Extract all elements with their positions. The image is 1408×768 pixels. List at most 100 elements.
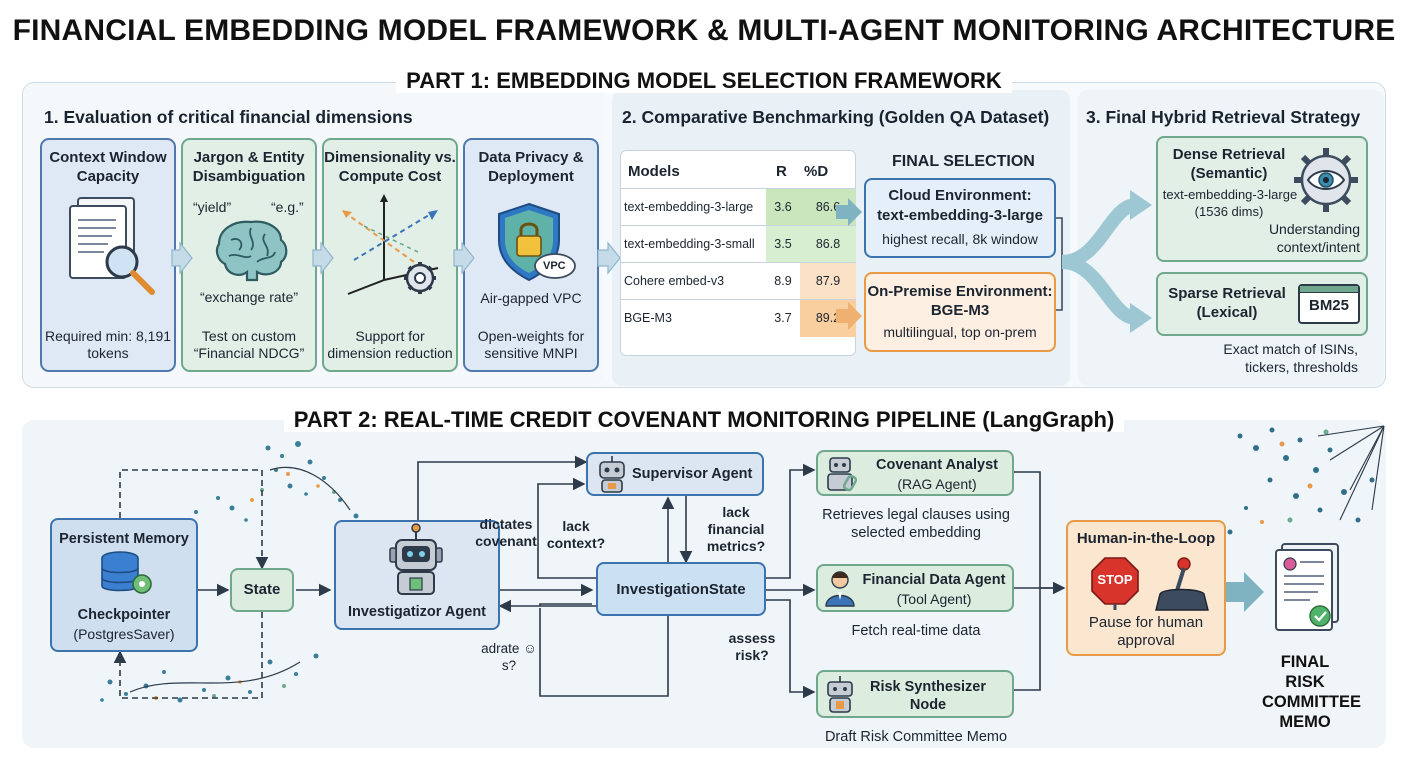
pd-cell: 86.6 bbox=[800, 188, 856, 226]
dense-dims: (1536 dims) bbox=[1194, 204, 1264, 219]
pd-cell: 86.8 bbox=[800, 225, 856, 263]
table-header-r: R bbox=[776, 163, 787, 180]
final-selection-label: FINAL SELECTION bbox=[892, 153, 1035, 170]
supervisor-label: Supervisor Agent bbox=[632, 466, 753, 482]
hitl-desc: Pause for human approval bbox=[1088, 614, 1204, 649]
brain-icon bbox=[215, 220, 288, 282]
card-dimensionality: Dimensionality vs. Compute Cost Support … bbox=[322, 138, 458, 372]
financial-sub: (Tool Agent) bbox=[896, 591, 972, 607]
risk-desc: Draft Risk Committee Memo bbox=[824, 729, 1008, 745]
onprem-desc: multilingual, top on-prem bbox=[883, 324, 1037, 340]
sparse-sub: (Lexical) bbox=[1196, 304, 1258, 321]
card-context-window-footer: Required min: 8,191 tokens bbox=[44, 328, 172, 361]
model-cell: BGE-M3 bbox=[620, 299, 766, 337]
investigation-state-label: InvestigationState bbox=[616, 581, 746, 598]
memo-document-icon bbox=[1275, 543, 1339, 631]
covenant-desc: Retrieves legal clauses using selected e… bbox=[822, 507, 1010, 541]
r-cell: 8.9 bbox=[766, 262, 800, 300]
card-context-window-title: Context Window Capacity bbox=[49, 149, 167, 185]
memory-title: Persistent Memory bbox=[59, 531, 189, 547]
card-jargon-title: Jargon & Entity Disambiguation bbox=[192, 149, 306, 185]
memory-line2: (PostgresSaver) bbox=[73, 626, 175, 642]
model-cell: Cohere embed-v3 bbox=[620, 262, 766, 300]
dense-model: text-embedding-3-large bbox=[1162, 187, 1298, 202]
onprem-model: BGE-M3 bbox=[930, 302, 990, 319]
arrow-to-sparse bbox=[1061, 255, 1138, 325]
decorative-dots bbox=[100, 425, 1385, 703]
cloud-environment-box bbox=[864, 178, 1056, 258]
memory-line1: Checkpointer bbox=[77, 607, 171, 623]
arrow-4-5 bbox=[597, 241, 621, 275]
label-lack-context: lack context? bbox=[546, 518, 606, 551]
section2-3-arrows bbox=[836, 190, 1152, 333]
card-jargon-footer: Test on custom “Financial NDCG” bbox=[193, 328, 305, 361]
label-adrate: adrate ☺s? bbox=[481, 641, 537, 673]
part2-title-text: PART 2: REAL-TIME CREDIT COVENANT MONITO… bbox=[283, 407, 1125, 432]
card-data-privacy-footer: Open-weights for sensitive MNPI bbox=[477, 328, 585, 361]
part1-title: PART 1: EMBEDDING MODEL SELECTION FRAMEW… bbox=[0, 68, 1408, 94]
pd-cell: 87.9 bbox=[800, 262, 856, 300]
person-icon bbox=[825, 571, 855, 607]
financial-title: Financial Data Agent bbox=[862, 572, 1006, 588]
section3-heading: 3. Final Hybrid Retrieval Strategy bbox=[1086, 107, 1361, 127]
card-dimensionality-footer: Support for dimension reduction bbox=[327, 328, 453, 361]
arrow-2-3 bbox=[312, 241, 334, 275]
table-row: text-embedding-3-large 3.6 86.6 bbox=[620, 188, 856, 226]
card-context-window: Context Window Capacity Required min: 8,… bbox=[40, 138, 176, 372]
bm25-badge: BM25 bbox=[1298, 284, 1360, 324]
cloud-model: text-embedding-3-large bbox=[877, 207, 1043, 224]
table-header-pd: %D bbox=[804, 163, 829, 180]
vector-axes-gear-icon bbox=[342, 194, 439, 295]
synth-robot-icon bbox=[827, 676, 853, 713]
sparse-desc: Exact match of ISINs, tickers, threshold… bbox=[1223, 341, 1358, 375]
lever-icon bbox=[1155, 557, 1209, 611]
final-memo-label: FINAL RISK COMMITTEE MEMO bbox=[1262, 653, 1361, 731]
label-assess-risk: assess risk? bbox=[728, 630, 776, 663]
part2-title: PART 2: REAL-TIME CREDIT COVENANT MONITO… bbox=[0, 407, 1408, 433]
r-cell: 3.6 bbox=[766, 188, 800, 226]
gear-eye-icon bbox=[1294, 148, 1358, 212]
cloud-title: Cloud Environment: bbox=[888, 187, 1032, 204]
card-jargon: Jargon & Entity Disambiguation “yield” “… bbox=[181, 138, 317, 372]
investigation-state-box bbox=[596, 562, 766, 616]
benchmark-table: text-embedding-3-large 3.6 86.6 text-emb… bbox=[620, 188, 856, 337]
part1-title-text: PART 1: EMBEDDING MODEL SELECTION FRAMEW… bbox=[396, 68, 1012, 93]
vpc-badge: VPC bbox=[543, 260, 566, 272]
section1-heading: 1. Evaluation of critical financial dime… bbox=[44, 107, 413, 127]
arrow-to-final-memo bbox=[1226, 572, 1264, 612]
quote-yield: “yield” bbox=[193, 199, 232, 215]
state-node bbox=[230, 568, 294, 612]
bm25-label: BM25 bbox=[1308, 297, 1349, 314]
label-dictates-covenant: dictates covenant bbox=[475, 516, 537, 549]
section1-arrows bbox=[171, 241, 621, 275]
card-data-privacy: Data Privacy & Deployment VPC Air-gapped… bbox=[463, 138, 599, 372]
table-row: text-embedding-3-small 3.5 86.8 bbox=[620, 225, 856, 263]
label-lack-metrics: lack financial metrics? bbox=[706, 504, 766, 554]
quote-eg: “e.g.” bbox=[271, 199, 304, 215]
section2-heading: 2. Comparative Benchmarking (Golden QA D… bbox=[622, 107, 1050, 127]
robot-chain-icon bbox=[827, 457, 858, 492]
air-gapped-caption: Air-gapped VPC bbox=[480, 290, 582, 306]
stop-label: STOP bbox=[1097, 572, 1133, 587]
dense-title: Dense Retrieval bbox=[1172, 146, 1286, 163]
onprem-environment-box bbox=[864, 272, 1056, 352]
main-title: FINANCIAL EMBEDDING MODEL FRAMEWORK & MU… bbox=[12, 14, 1396, 47]
shield-lock-icon bbox=[498, 202, 576, 282]
covenant-title: Covenant Analyst bbox=[876, 457, 998, 473]
arrow-3-4 bbox=[453, 241, 475, 275]
state-label: State bbox=[243, 581, 281, 598]
r-cell: 3.5 bbox=[766, 225, 800, 263]
document-magnifier-icon bbox=[69, 197, 155, 295]
database-icon bbox=[101, 551, 152, 594]
financial-desc: Fetch real-time data bbox=[851, 623, 981, 639]
card-dimensionality-title: Dimensionality vs. Compute Cost bbox=[324, 149, 456, 185]
stop-sign-icon bbox=[1091, 557, 1139, 610]
sparse-title: Sparse Retrieval bbox=[1168, 285, 1286, 302]
model-cell: text-embedding-3-large bbox=[620, 188, 766, 226]
investigator-label: Investigatizor Agent bbox=[347, 604, 487, 620]
cloud-desc: highest recall, 8k window bbox=[882, 231, 1038, 247]
r-cell: 3.7 bbox=[766, 299, 800, 337]
hitl-title: Human-in-the-Loop bbox=[1076, 530, 1216, 547]
model-cell: text-embedding-3-small bbox=[620, 225, 766, 263]
